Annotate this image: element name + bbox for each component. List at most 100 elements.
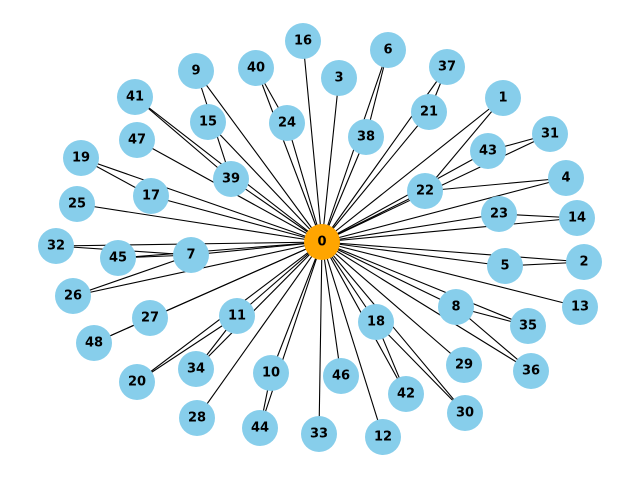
- edge-0-16: [302, 40, 323, 243]
- node-48: 48: [76, 325, 112, 361]
- node-40: 40: [238, 50, 274, 86]
- node-circle-3: [321, 60, 357, 96]
- edge-11-20: [136, 315, 238, 383]
- node-37: 37: [429, 49, 465, 85]
- node-label-24: 24: [278, 116, 296, 131]
- node-41: 41: [117, 79, 153, 115]
- node-circle-30: [447, 395, 483, 431]
- node-17: 17: [133, 178, 169, 214]
- node-label-8: 8: [451, 300, 460, 315]
- node-circle-22: [407, 173, 443, 209]
- node-circle-36: [513, 353, 549, 389]
- edge-0-21: [321, 111, 430, 243]
- node-circle-48: [76, 325, 112, 361]
- node-circle-18: [358, 304, 394, 340]
- node-circle-44: [242, 410, 278, 446]
- edge-7-26: [72, 254, 192, 297]
- node-circle-33: [301, 416, 337, 452]
- node-label-22: 22: [416, 184, 434, 199]
- node-label-30: 30: [456, 406, 474, 421]
- node-circle-43: [470, 133, 506, 169]
- node-39: 39: [213, 161, 249, 197]
- node-11: 11: [219, 298, 255, 334]
- node-45: 45: [100, 240, 136, 276]
- node-circle-39: [213, 161, 249, 197]
- edge-0-14: [321, 217, 578, 243]
- node-47: 47: [119, 122, 155, 158]
- node-label-11: 11: [228, 309, 246, 324]
- node-label-43: 43: [479, 144, 497, 159]
- node-circle-4: [548, 160, 584, 196]
- node-label-1: 1: [498, 91, 507, 106]
- node-label-26: 26: [64, 289, 82, 304]
- node-10: 10: [253, 355, 289, 391]
- edge-0-29: [321, 241, 465, 366]
- edge-0-28: [196, 241, 323, 419]
- node-circle-23: [481, 196, 517, 232]
- node-label-0: 0: [317, 235, 326, 250]
- node-1: 1: [485, 80, 521, 116]
- edge-0-19: [80, 157, 323, 243]
- edge-0-4: [321, 177, 567, 243]
- node-31: 31: [532, 116, 568, 152]
- node-label-44: 44: [251, 421, 269, 436]
- node-circle-34: [178, 351, 214, 387]
- node-label-7: 7: [186, 248, 195, 263]
- edge-0-36: [321, 241, 532, 372]
- node-circle-11: [219, 298, 255, 334]
- node-circle-46: [323, 358, 359, 394]
- node-circle-24: [269, 105, 305, 141]
- node-circle-12: [365, 419, 401, 455]
- node-label-27: 27: [141, 311, 159, 326]
- node-13: 13: [562, 289, 598, 325]
- node-label-23: 23: [490, 207, 508, 222]
- node-38: 38: [348, 119, 384, 155]
- node-circle-2: [566, 244, 602, 280]
- node-circle-7: [173, 237, 209, 273]
- node-32: 32: [38, 228, 74, 264]
- node-circle-41: [117, 79, 153, 115]
- node-circle-29: [446, 347, 482, 383]
- edge-0-46: [321, 241, 342, 377]
- node-12: 12: [365, 419, 401, 455]
- node-label-20: 20: [128, 375, 146, 390]
- node-6: 6: [370, 32, 406, 68]
- node-label-31: 31: [541, 127, 559, 142]
- edge-0-30: [321, 241, 466, 414]
- edge-0-11: [236, 241, 323, 317]
- node-label-42: 42: [397, 387, 415, 402]
- node-label-41: 41: [126, 90, 144, 105]
- node-circle-6: [370, 32, 406, 68]
- node-label-38: 38: [357, 130, 375, 145]
- node-circle-26: [55, 278, 91, 314]
- node-label-46: 46: [332, 369, 350, 384]
- node-circle-5: [487, 248, 523, 284]
- node-label-34: 34: [187, 362, 205, 377]
- node-26: 26: [55, 278, 91, 314]
- edge-0-34: [195, 241, 323, 370]
- node-circle-35: [510, 308, 546, 344]
- edge-0-3: [321, 77, 340, 243]
- node-22: 22: [407, 173, 443, 209]
- node-label-10: 10: [262, 366, 280, 381]
- edge-0-40: [255, 67, 323, 243]
- node-5: 5: [487, 248, 523, 284]
- node-label-14: 14: [568, 211, 586, 226]
- node-label-35: 35: [519, 319, 537, 334]
- node-label-3: 3: [334, 71, 343, 86]
- node-circle-32: [38, 228, 74, 264]
- node-label-5: 5: [500, 259, 509, 274]
- node-label-32: 32: [47, 239, 65, 254]
- node-4: 4: [548, 160, 584, 196]
- node-46: 46: [323, 358, 359, 394]
- edge-39-41: [134, 96, 232, 180]
- node-label-25: 25: [68, 197, 86, 212]
- edge-0-23: [321, 213, 500, 243]
- node-15: 15: [190, 104, 226, 140]
- node-7: 7: [173, 237, 209, 273]
- node-42: 42: [388, 376, 424, 412]
- node-circle-47: [119, 122, 155, 158]
- node-circle-19: [63, 140, 99, 176]
- edge-0-38: [321, 136, 367, 243]
- node-circle-16: [285, 23, 321, 59]
